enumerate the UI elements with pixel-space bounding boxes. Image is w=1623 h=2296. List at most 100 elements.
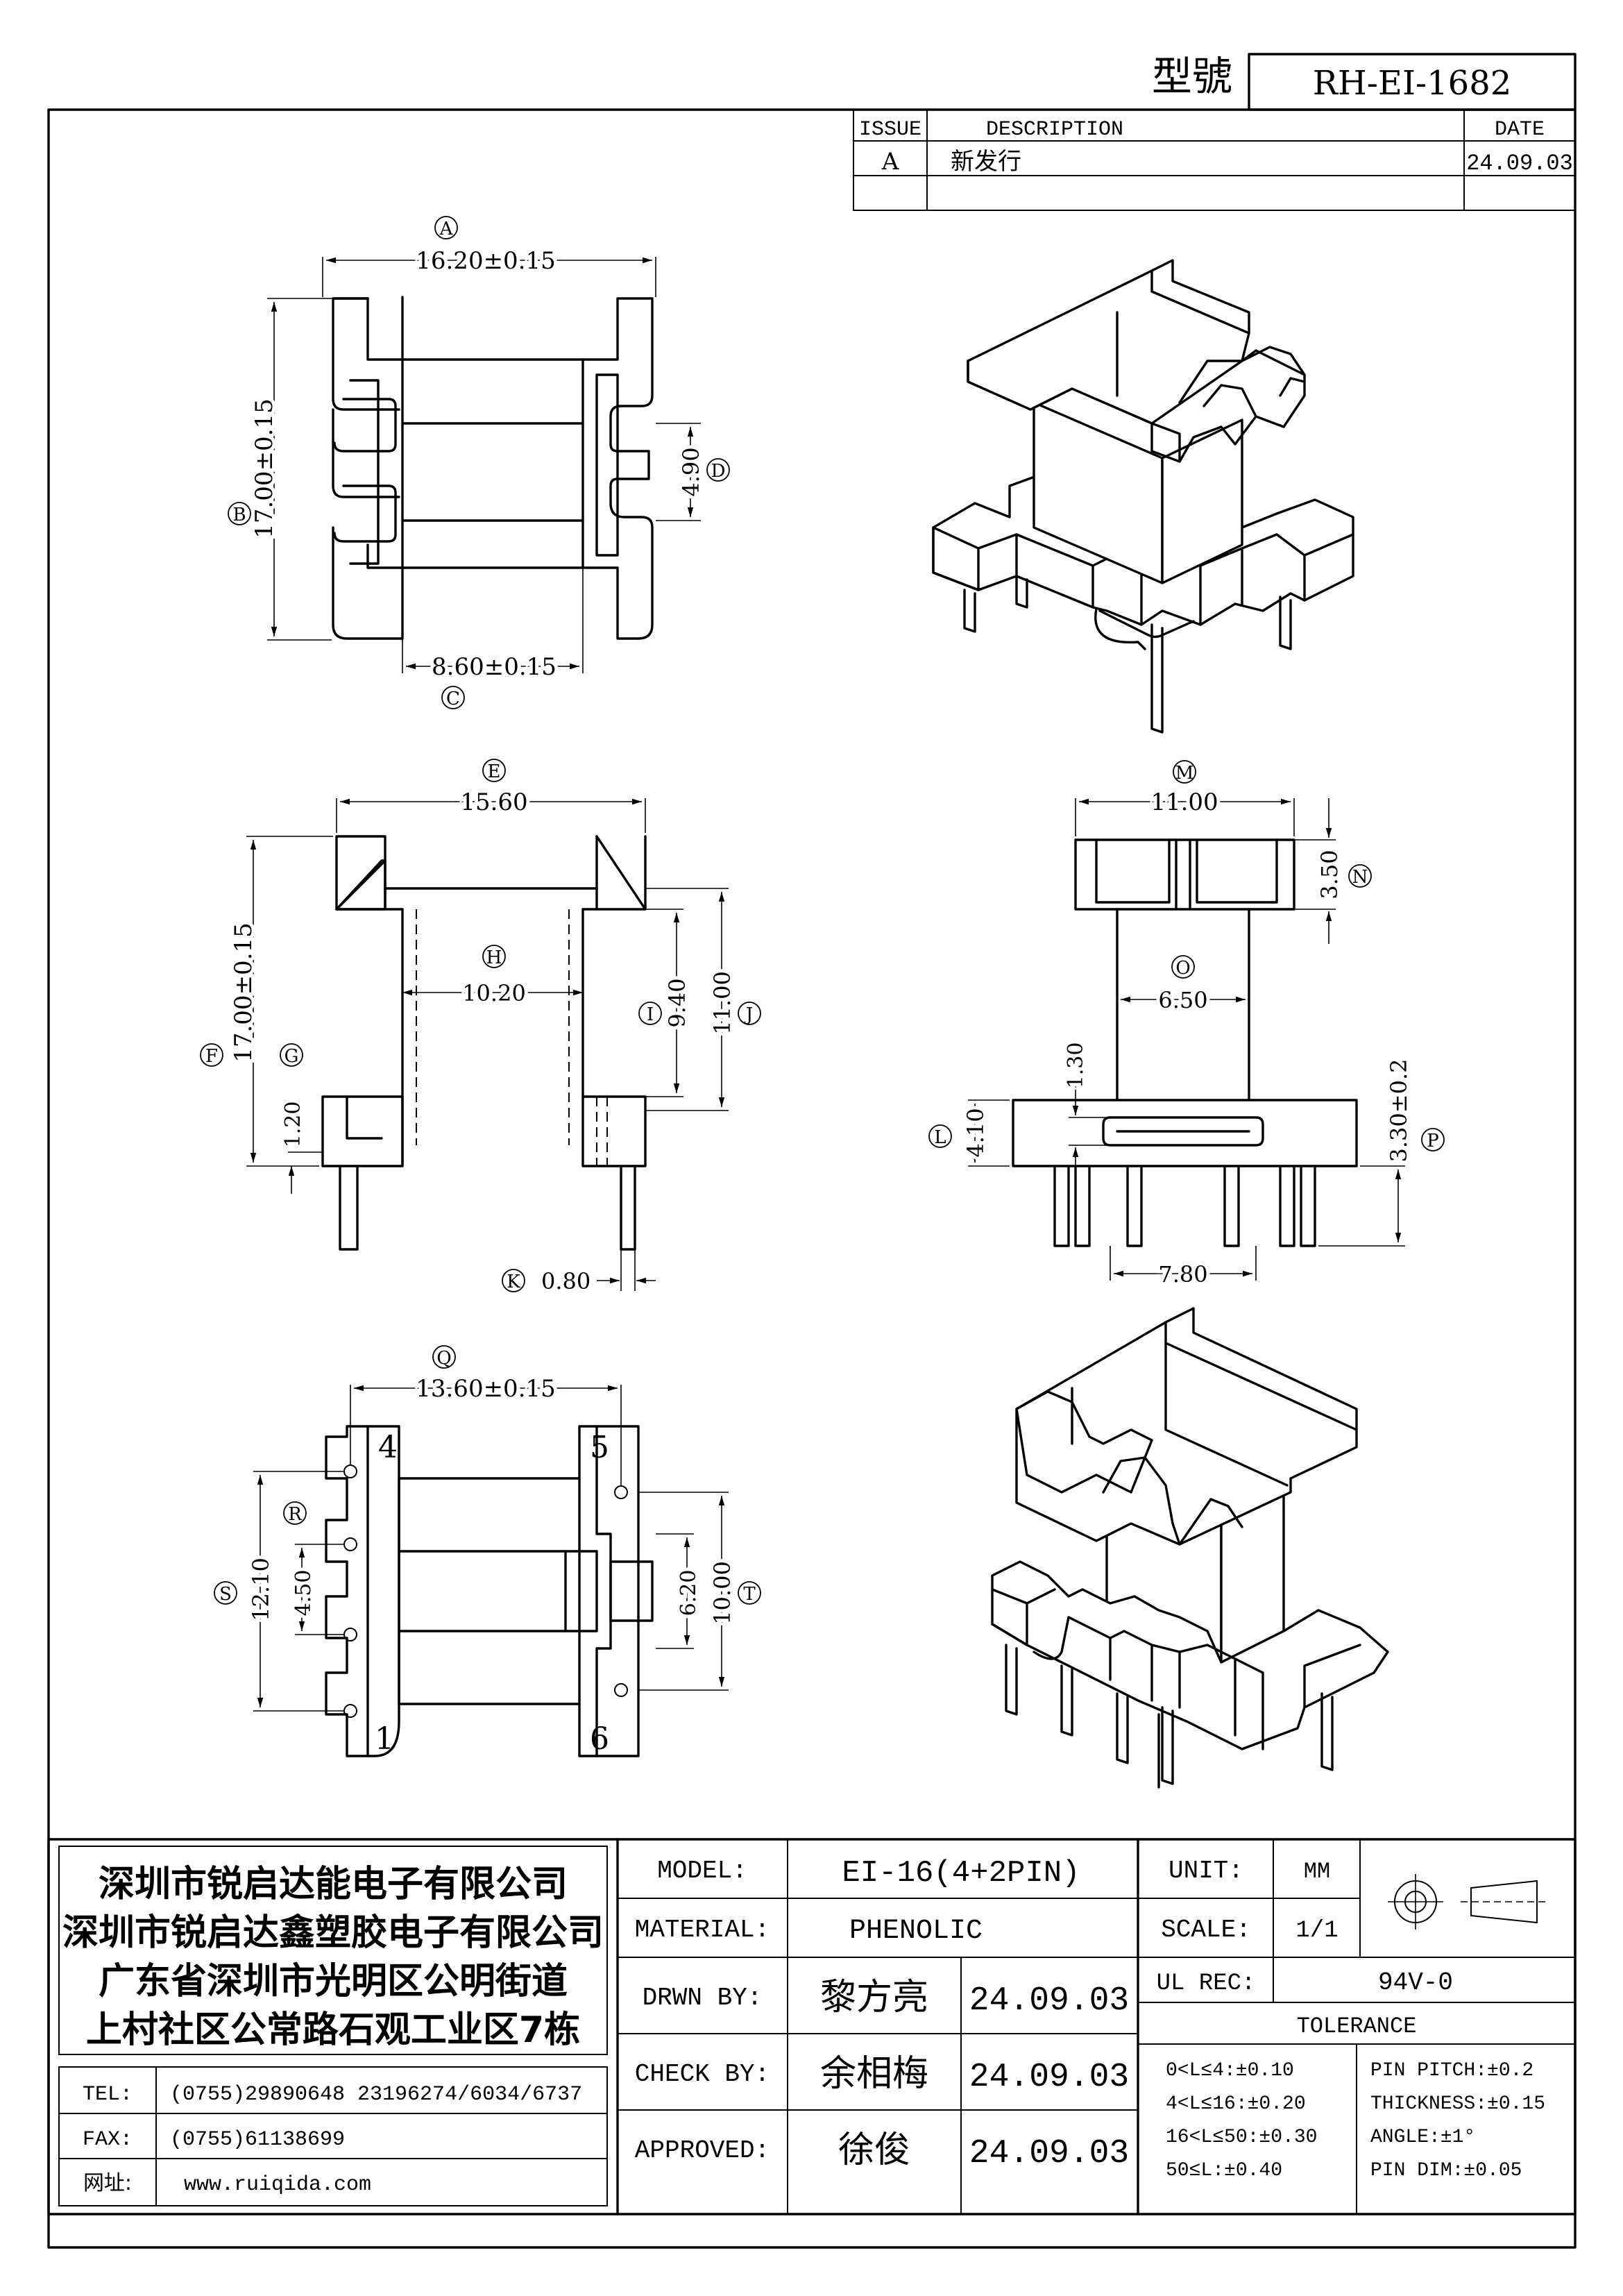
dim-A-value: 16.20±0.15 bbox=[416, 247, 556, 275]
company-line-4: 上村社区公常路石观工业区7栋 bbox=[86, 2009, 580, 2051]
drawn-name: 黎方亮 bbox=[820, 1977, 928, 2018]
dim-H-letter: H bbox=[486, 947, 502, 968]
title-block: 深圳市锐启达能电子有限公司 深圳市锐启达鑫塑胶电子有限公司 广东省深圳市光明区公… bbox=[47, 1838, 1577, 2215]
dim-I-value: 9.40 bbox=[664, 978, 690, 1027]
scale-value: 1/1 bbox=[1295, 1918, 1338, 1944]
pin-number-4: 4 bbox=[378, 1430, 398, 1465]
scale-label: SCALE: bbox=[1161, 1916, 1251, 1944]
dim-N-letter: N bbox=[1352, 867, 1368, 888]
dim-K-letter: K bbox=[507, 1272, 520, 1292]
revision-col-issue: ISSUE bbox=[859, 118, 921, 142]
tolerance-left-1: 0<L≤4:±0.10 bbox=[1166, 2060, 1294, 2082]
check-date: 24.09.03 bbox=[969, 2059, 1129, 2096]
tolerance-right-4: PIN DIM:±0.05 bbox=[1370, 2160, 1522, 2181]
web-value: www.ruiqida.com bbox=[184, 2173, 371, 2197]
unit-label: UNIT: bbox=[1169, 1857, 1243, 1885]
dim-T2-value: 10.00 bbox=[709, 1561, 736, 1625]
pin-number-5: 5 bbox=[590, 1430, 609, 1465]
dim-F-value: 17.00±0.15 bbox=[230, 922, 257, 1063]
model-header-label: 型號 bbox=[1152, 53, 1232, 100]
dim-A-letter: A bbox=[439, 219, 454, 239]
dim-C-letter: C bbox=[446, 689, 460, 709]
company-line-2: 深圳市锐启达鑫塑胶电子有限公司 bbox=[62, 1912, 604, 1954]
drawn-label: DRWN BY: bbox=[643, 1984, 763, 2012]
tolerance-left-2: 4<L≤16:±0.20 bbox=[1166, 2093, 1306, 2115]
check-name: 余相梅 bbox=[820, 2053, 928, 2095]
company-line-1: 深圳市锐启达能电子有限公司 bbox=[99, 1864, 568, 1905]
dim-P-value: 3.30±0.2 bbox=[1386, 1059, 1412, 1163]
dim-S-letter: S bbox=[219, 1584, 232, 1605]
dim-Q-letter: Q bbox=[436, 1348, 451, 1369]
dim-L-letter: L bbox=[934, 1127, 946, 1148]
projection-symbol-icon bbox=[1388, 1874, 1547, 1930]
dim-R-value: 4.50 bbox=[291, 1570, 316, 1617]
fax-value: (0755)61138699 bbox=[170, 2128, 345, 2152]
revision-col-date: DATE bbox=[1495, 118, 1545, 142]
dim-S-value: 12.10 bbox=[248, 1558, 274, 1621]
dim-T-letter: T bbox=[743, 1584, 756, 1605]
revision-issue: A bbox=[881, 148, 899, 176]
tolerance-right-2: THICKNESS:±0.15 bbox=[1370, 2093, 1545, 2115]
tolerance-left-4: 50≤L:±0.40 bbox=[1166, 2160, 1282, 2181]
dim-Q-value: 13.60±0.15 bbox=[416, 1375, 556, 1403]
dim-D-letter: D bbox=[711, 461, 726, 482]
dim-J-value: 11.00 bbox=[709, 971, 736, 1035]
dim-P2-value: 7.80 bbox=[1158, 1261, 1207, 1288]
dim-M-value: 11.00 bbox=[1150, 788, 1218, 816]
tolerance-right-1: PIN PITCH:±0.2 bbox=[1370, 2060, 1533, 2082]
model-label: MODEL: bbox=[657, 1857, 747, 1885]
dim-B-value: 17.00±0.15 bbox=[250, 398, 278, 539]
side-view: 11.00 M 3.50 N 6.50 O 1.30 4.10 L 3.30±0… bbox=[928, 760, 1445, 1291]
tolerance-left-3: 16<L≤50:±0.30 bbox=[1166, 2127, 1317, 2148]
dim-K-value: 0.80 bbox=[541, 1268, 590, 1294]
ulrec-label: UL REC: bbox=[1157, 1970, 1256, 1997]
revision-date: 24.09.03 bbox=[1466, 151, 1573, 176]
pin-number-6: 6 bbox=[590, 1721, 609, 1757]
drawn-date: 24.09.03 bbox=[969, 1982, 1129, 2020]
revision-table: ISSUE DESCRIPTION DATE A 新发行 24.09.03 bbox=[853, 109, 1576, 211]
approved-label: APPROVED: bbox=[635, 2136, 770, 2165]
unit-value: MM bbox=[1304, 1859, 1330, 1884]
check-label: CHECK BY: bbox=[635, 2060, 770, 2088]
pin-number-1: 1 bbox=[375, 1721, 394, 1757]
approved-name: 徐俊 bbox=[838, 2129, 910, 2171]
dim-E-value: 15.60 bbox=[460, 788, 527, 816]
dim-M-letter: M bbox=[1175, 763, 1194, 784]
dim-O-letter: O bbox=[1175, 958, 1190, 979]
dim-N-value: 3.50 bbox=[1316, 850, 1343, 899]
dim-H-value: 10.20 bbox=[462, 980, 526, 1006]
dim-D-value: 4.90 bbox=[678, 447, 704, 496]
dim-G-letter: 1.20 bbox=[281, 1101, 305, 1148]
bottom-view: 4 1 5 6 13.60±0.15 Q 12.10 S 4.50 R 6.20… bbox=[214, 1345, 761, 1757]
dim-L-value: 4.10 bbox=[962, 1108, 989, 1157]
ulrec-value: 94V-0 bbox=[1378, 1968, 1453, 1997]
isometric-view-bottom bbox=[991, 1307, 1389, 1789]
revision-description: 新发行 bbox=[951, 148, 1021, 176]
drawing-border bbox=[47, 108, 1577, 2249]
tolerance-title: TOLERANCE bbox=[1297, 2014, 1417, 2039]
revision-col-description: DESCRIPTION bbox=[986, 118, 1123, 142]
dim-C-value: 8.60±0.15 bbox=[432, 653, 556, 681]
material-label: MATERIAL: bbox=[635, 1916, 770, 1944]
dim-I-letter: I bbox=[647, 1004, 654, 1025]
isometric-view-top bbox=[932, 259, 1354, 734]
model-value: EI-16(4+2PIN) bbox=[842, 1856, 1080, 1891]
dim-B-letter: B bbox=[232, 505, 246, 525]
approved-date: 24.09.03 bbox=[969, 2135, 1129, 2172]
model-code: RH-EI-1682 bbox=[1313, 64, 1512, 103]
dim-T-value: 6.20 bbox=[677, 1570, 701, 1617]
front-view: 15.60 E 17.00±0.15 F 1.20 G 10.20 H 9.40… bbox=[200, 759, 761, 1294]
tolerance-right-3: ANGLE:±1° bbox=[1370, 2127, 1475, 2148]
top-view: A 16.20±0.15 17.00±0.15 B 8.60±0.15 C 4.… bbox=[228, 216, 730, 709]
tel-label: TEL: bbox=[83, 2083, 133, 2107]
material-value: PHENOLIC bbox=[849, 1916, 983, 1947]
dim-P-letter: P bbox=[1427, 1131, 1439, 1151]
dim-R-letter: R bbox=[288, 1504, 303, 1525]
dim-J-letter: J bbox=[744, 1004, 753, 1025]
dim-O2-value: 1.30 bbox=[1064, 1043, 1088, 1089]
model-header: 型號 RH-EI-1682 bbox=[1152, 53, 1577, 111]
company-line-3: 广东省深圳市光明区公明街道 bbox=[99, 1961, 568, 2002]
dim-G-circle: G bbox=[284, 1046, 299, 1067]
dim-E-letter: E bbox=[488, 761, 501, 782]
